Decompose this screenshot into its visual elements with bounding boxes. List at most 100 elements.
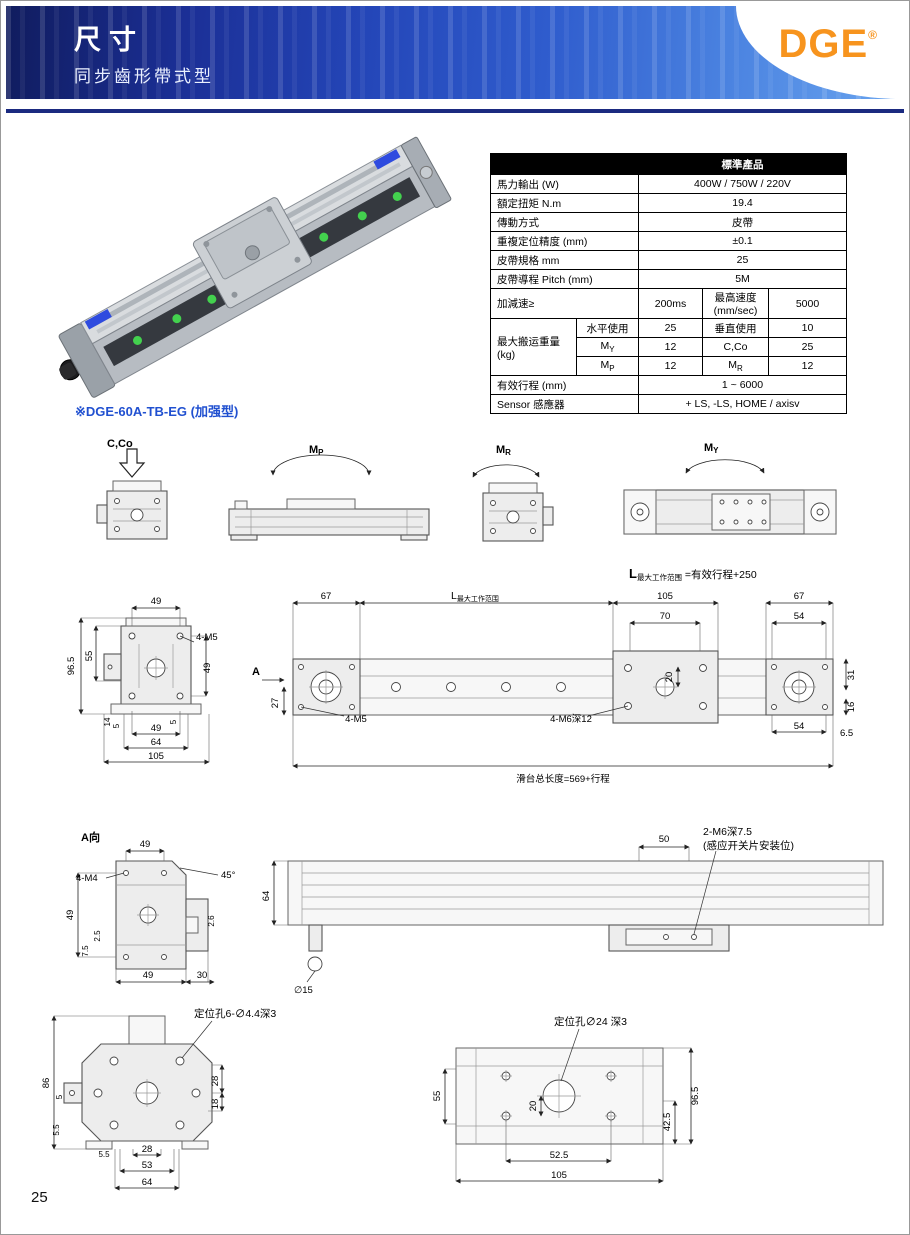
my-sub: Y (609, 345, 615, 355)
my-m: M (704, 442, 713, 454)
dim-55: 55 (84, 651, 95, 662)
mp-value: 12 (638, 356, 703, 376)
stroke-value: 1 ~ 6000 (638, 375, 847, 395)
dim-52-5: 52.5 (550, 1150, 569, 1161)
dim-50: 50 (659, 834, 670, 845)
dim-67-right: 67 (794, 591, 805, 602)
dim-49-left: 49 (65, 910, 76, 921)
moment-mr-drawing (482, 482, 554, 542)
mp-label: MP (576, 356, 639, 376)
dim-64: 64 (261, 891, 272, 902)
dim-18: 18 (210, 1099, 221, 1110)
dim-2-6: 2.6 (207, 915, 216, 927)
moment-mr-label: MR (496, 444, 511, 457)
cco-label: C,Co (702, 337, 769, 357)
mr-label: MR (702, 356, 769, 376)
dim-5-5-left: 5.5 (52, 1124, 61, 1136)
dim-96-5: 96.5 (66, 657, 77, 676)
dim-5-right: 5 (169, 719, 178, 724)
dim-55: 55 (432, 1091, 443, 1102)
drive-value: 皮帶 (638, 212, 847, 232)
dim-49-top: 49 (151, 596, 162, 607)
bottom-right-drawing: 定位孔∅24 深3 55 20 96.5 42.5 52.5 105 (432, 1015, 701, 1184)
side-elevation-view (292, 650, 834, 724)
mp-sub: P (609, 364, 615, 374)
spec-header-row: 標準產品 (490, 153, 847, 175)
registered-mark: ® (868, 28, 878, 42)
dim-5-5-bottom: 5.5 (98, 1150, 110, 1159)
my-sub: Y (713, 446, 719, 455)
cross-section-view (103, 617, 202, 715)
angle-45-label: 45° (221, 870, 236, 881)
drive-label: 傳動方式 (490, 212, 639, 232)
speed-label: 最高速度 (mm/sec) (702, 288, 769, 319)
my-value: 12 (638, 337, 703, 357)
dim-64: 64 (142, 1177, 153, 1188)
sensor-callout-line2: (感应开关片安装位) (703, 839, 794, 852)
moment-my-drawing (623, 489, 837, 535)
dim-l-working-range: L最大工作范围 (451, 590, 499, 603)
dim-105: 105 (148, 751, 164, 762)
side-elevation-dimension-lines (262, 600, 849, 769)
spec-row-pitch: 皮帶導程 Pitch (mm) 5M (490, 269, 847, 289)
a-view-side-dimension-labels: 64 50 2-M6深7.5 (感应开关片安装位) ∅15 (261, 826, 794, 996)
bottom-left-dimension-lines (51, 1015, 225, 1191)
range-l: L (451, 590, 457, 602)
spec-header-empty (490, 153, 639, 175)
dim-28-bottom: 28 (142, 1144, 153, 1155)
dim-105-carriage: 105 (657, 591, 673, 602)
slider-top-view (455, 1047, 664, 1145)
note-sub: 最大工作范围 (637, 572, 682, 582)
a-view-profile (115, 860, 209, 970)
dim-20: 20 (664, 672, 675, 683)
dia-15-label: ∅15 (294, 985, 313, 996)
dim-64: 64 (151, 737, 162, 748)
moment-mp-label: MP (309, 444, 324, 457)
spec-row-stroke: 有效行程 (mm) 1 ~ 6000 (490, 375, 847, 395)
dim-5-left: 5 (112, 723, 121, 728)
moment-mr-group: MR (472, 444, 554, 542)
mp-m: M (309, 444, 318, 456)
belt-label: 皮帶規格 mm (490, 250, 639, 270)
bottom-left-drawing: 定位孔6-∅4.4深3 86 5 5.5 5.5 28 18 28 53 64 (41, 1007, 276, 1191)
dim-53: 53 (142, 1160, 153, 1171)
dim-67-left: 67 (321, 591, 332, 602)
note-l: L (629, 566, 637, 581)
accel-value: 200ms (638, 288, 703, 319)
moment-my-group: MY (623, 442, 837, 535)
dim-70: 70 (660, 611, 671, 622)
sensor-callout-line1: 2-M6深7.5 (703, 826, 752, 838)
dim-7-5: 7.5 (81, 945, 90, 957)
product-photo (58, 136, 452, 398)
cco-value: 25 (768, 337, 847, 357)
vertical-value: 10 (768, 318, 847, 338)
repeat-label: 重複定位精度 (mm) (490, 231, 639, 251)
a-view-dimension-labels: 49 4-M4 45° 49 7.5 2.5 49 30 2.6 (65, 839, 236, 981)
spec-table: 標準產品 馬力輸出 (W) 400W / 750W / 220V 額定扭矩 N.… (490, 153, 847, 414)
moment-cco-drawing (96, 480, 168, 540)
a-view-dimension-lines (75, 848, 219, 985)
pitch-value: 5M (638, 269, 847, 289)
spec-header-title: 標準產品 (638, 153, 847, 175)
roll-arc-arrow (472, 464, 540, 478)
left-end-block (292, 658, 361, 716)
spec-row-drive: 傳動方式 皮帶 (490, 212, 847, 232)
hole-callout-4m6: 4-M6深12 (550, 714, 592, 725)
spec-row-accel: 加減速≥ 200ms 最高速度 (mm/sec) 5000 (490, 288, 847, 319)
repeat-value: ±0.1 (638, 231, 847, 251)
locating-hole-note: 定位孔∅24 深3 (554, 1015, 627, 1028)
dim-30: 30 (197, 970, 208, 981)
torque-value: 19.4 (638, 193, 847, 213)
main-dimension-drawing: 49 4-M5 96.5 55 14 5 5 49 64 105 49 (66, 566, 857, 785)
mr-m: M (728, 358, 737, 371)
mr-sub: R (736, 364, 743, 374)
hole-callout-4m4: 4-M4 (76, 873, 98, 884)
header-divider (6, 109, 904, 113)
moment-cco-group: C,Co (96, 438, 168, 540)
dim-6-5: 6.5 (840, 728, 853, 739)
moment-cco-label: C,Co (107, 438, 133, 450)
down-arrow-icon (118, 448, 146, 478)
dim-105: 105 (551, 1170, 567, 1181)
yaw-arc-arrow (685, 459, 765, 474)
